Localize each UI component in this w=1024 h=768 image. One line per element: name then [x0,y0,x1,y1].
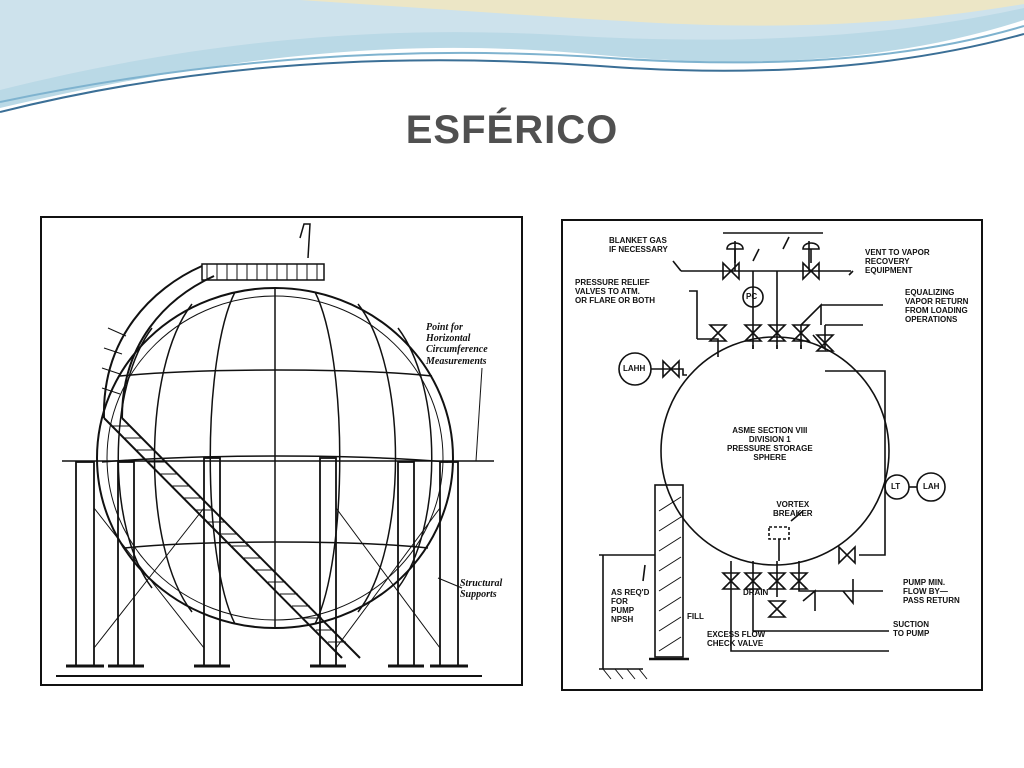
label-vessel: ASME SECTION VIII DIVISION 1 PRESSURE ST… [727,426,813,462]
instrument-lah: LAH [923,482,940,491]
instrument-lt: LT [891,482,901,491]
label-drain: DRAIN [743,588,769,597]
label-excess-flow: EXCESS FLOW CHECK VALVE [707,630,766,648]
label-vortex-breaker: VORTEX BREAKER [773,500,813,518]
label-measurement-point: Point for Horizontal Circumference Measu… [426,322,488,367]
label-pressure-relief: PRESSURE RELIEF VALVES TO ATM. OR FLARE … [575,278,655,305]
sphere-schematic-panel: BLANKET GAS IF NECESSARY VENT TO VAPOR R… [561,219,983,691]
label-suction: SUCTION TO PUMP [893,620,930,638]
label-blanket-gas: BLANKET GAS IF NECESSARY [609,236,668,254]
label-vent-vapor: VENT TO VAPOR RECOVERY EQUIPMENT [865,248,930,275]
slide-title: ESFÉRICO [405,108,619,152]
label-pump-min-flow: PUMP MIN. FLOW BY— PASS RETURN [903,578,960,605]
label-fill: FILL [687,612,704,621]
label-structural-supports: Structural Supports [460,578,503,601]
header-wave-banner [0,0,1024,113]
label-equalizing: EQUALIZING VAPOR RETURN FROM LOADING OPE… [905,288,969,324]
instrument-lahh: LAHH [623,364,646,373]
label-as-reqd: AS REQ'D FOR PUMP NPSH [611,588,650,624]
spherical-tank-drawing [56,223,494,677]
piping-schematic [599,232,946,680]
sphere-drawing-panel: Point for Horizontal Circumference Measu… [40,216,523,686]
instrument-pc: PC [746,292,758,301]
